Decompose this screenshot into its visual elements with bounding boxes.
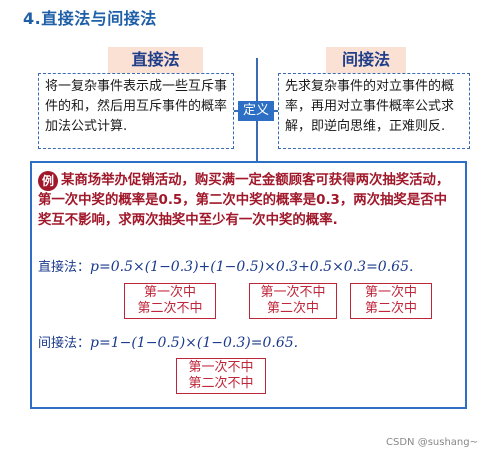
example-statement: 例某商场举办促销活动，购买满一定金额顾客可获得两次抽奖活动，第一次中奖的概率是0…: [38, 171, 458, 231]
watermark: CSDN @sushang~: [386, 437, 478, 448]
case-2-line2: 第二次中: [266, 301, 319, 316]
direct-solution: 直接法：p=0.5×(1−0.3)+(1−0.5)×0.3+0.5×0.3=0.…: [38, 256, 413, 275]
case-3-line2: 第二次中: [364, 301, 417, 316]
section-heading: 4.直接法与间接法: [23, 9, 157, 28]
indirect-case-box: 第一次不中 第二次不中: [176, 358, 266, 394]
case-2-line1: 第一次不中: [260, 285, 326, 300]
case-box-3: 第一次中 第二次中: [350, 283, 432, 319]
indirect-solution-formula: p=1−(1−0.5)×(1−0.3)=0.65.: [90, 335, 299, 351]
indirect-method-tag: 间接法: [326, 47, 406, 73]
indirect-definition-box: 先求复杂事件的对立事件的概率，再用对立事件概率公式求解，即逆向思维，正难则反.: [278, 73, 470, 149]
case-box-2: 第一次不中 第二次中: [249, 283, 337, 319]
definition-badge: 定义: [238, 101, 274, 121]
case-box-1: 第一次中 第二次不中: [124, 283, 216, 319]
direct-definition-text: 将一复杂事件表示成一些互斥事件的和，然后用互斥事件的概率加法公式计算.: [45, 79, 228, 134]
case-1-line2: 第二次不中: [137, 301, 203, 316]
indirect-case-line2: 第二次不中: [188, 376, 254, 391]
direct-solution-formula: p=0.5×(1−0.3)+(1−0.5)×0.3+0.5×0.3=0.65.: [90, 259, 414, 275]
case-1-line1: 第一次中: [143, 285, 196, 300]
indirect-case-line1: 第一次不中: [188, 360, 254, 375]
indirect-definition-text: 先求复杂事件的对立事件的概率，再用对立事件概率公式求解，即逆向思维，正难则反.: [285, 79, 455, 134]
indirect-solution-label: 间接法：: [38, 336, 91, 351]
direct-solution-label: 直接法：: [38, 260, 91, 275]
direct-method-tag: 直接法: [108, 47, 203, 73]
example-text: 某商场举办促销活动，购买满一定金额顾客可获得两次抽奖活动，第一次中奖的概率是0.…: [38, 173, 450, 228]
indirect-solution: 间接法：p=1−(1−0.5)×(1−0.3)=0.65.: [38, 332, 298, 351]
direct-definition-box: 将一复杂事件表示成一些互斥事件的和，然后用互斥事件的概率加法公式计算.: [38, 73, 234, 149]
case-3-line1: 第一次中: [364, 285, 417, 300]
example-badge: 例: [38, 171, 58, 191]
